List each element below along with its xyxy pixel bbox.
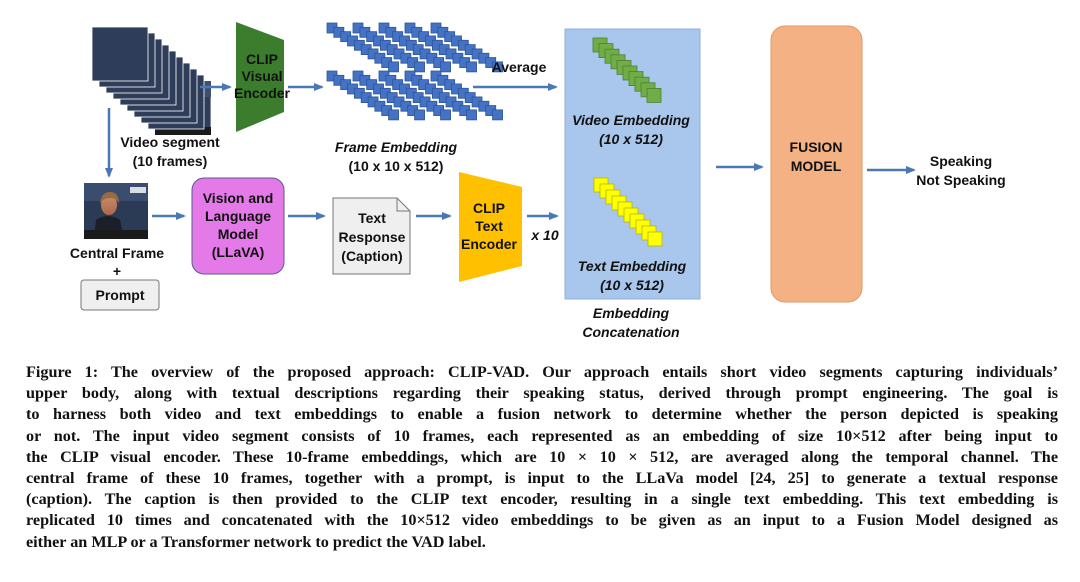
vlm-box xyxy=(191,177,285,275)
video-embedding-squares xyxy=(592,37,662,103)
caption-line: central frame of these 10 frames, togeth… xyxy=(26,469,1058,488)
clip-text-label-1: CLIP xyxy=(473,200,505,216)
output-speaking: Speaking xyxy=(930,153,992,169)
clip-text-label-3: Encoder xyxy=(461,236,518,252)
caption-line: Figure 1: The overview of the proposed a… xyxy=(26,363,1058,381)
video-embedding-dims: (10 x 512) xyxy=(599,131,663,147)
prompt-label: Prompt xyxy=(96,287,145,303)
text-response-label-3: (Caption) xyxy=(341,248,402,264)
x10-label: x 10 xyxy=(530,227,558,243)
caption-line: to harness both video and text embedding… xyxy=(26,405,1058,424)
frame-embedding-label: Frame Embedding xyxy=(335,139,458,155)
text-embedding-square xyxy=(647,231,663,247)
text-embedding-squares xyxy=(593,177,663,247)
text-response-label-2: Response xyxy=(339,229,406,245)
fusion-label-2: MODEL xyxy=(791,158,842,174)
video-frame xyxy=(91,26,149,82)
frame-embeddings xyxy=(326,22,503,121)
clip-text-label-2: Text xyxy=(475,218,503,234)
video-embedding-label: Video Embedding xyxy=(572,112,690,128)
video-segment-count: (10 frames) xyxy=(133,153,208,169)
frame-embedding-square xyxy=(466,109,477,121)
fusion-label: FUSION xyxy=(790,139,843,155)
frame-embedding-square xyxy=(466,61,477,73)
vlm-label-2: Language xyxy=(205,208,271,224)
concat-label-2: Concatenation xyxy=(582,324,679,340)
fusion-model xyxy=(770,25,863,303)
frame-embedding-square xyxy=(440,109,451,121)
video-embedding-square xyxy=(646,88,662,103)
clip-visual-label-3: Encoder xyxy=(234,85,291,101)
caption-line: replicated 10 times and concatenated wit… xyxy=(26,511,1058,530)
frame-embedding-square xyxy=(388,109,399,121)
central-frame-label: Central Frame xyxy=(70,245,164,261)
caption-line: the CLIP visual encoder. These 10-frame … xyxy=(26,447,1058,466)
text-embedding-label: Text Embedding xyxy=(578,258,687,274)
clip-visual-label: CLIP xyxy=(246,51,278,67)
output-not-speaking: Not Speaking xyxy=(916,172,1005,188)
approach-diagram: Video segment (10 frames) CLIP Visual En… xyxy=(70,22,1006,340)
text-response-label-1: Text xyxy=(358,210,386,226)
vlm-label-4: (LLaVA) xyxy=(212,244,265,260)
central-frame-image xyxy=(84,183,148,239)
frame-embedding-square xyxy=(492,109,503,121)
clip-visual-label-2: Visual xyxy=(242,68,283,84)
caption-line: or not. The input video segment consists… xyxy=(26,426,1058,445)
frame-embedding-dims: (10 x 10 x 512) xyxy=(349,158,444,174)
plus-sign: + xyxy=(113,263,121,279)
caption-line: upper body, along with textual descripti… xyxy=(26,384,1058,403)
frame-embedding-square xyxy=(414,109,425,121)
text-embedding-dims: (10 x 512) xyxy=(600,277,664,293)
frame-embedding-square xyxy=(414,61,425,73)
caption-line: (caption). The caption is then provided … xyxy=(26,490,1058,509)
clip-text-encoder xyxy=(459,172,522,282)
vlm-label-3: Model xyxy=(218,226,258,242)
caption-line: either an MLP or a Transformer network t… xyxy=(26,532,486,551)
frame-embedding-square xyxy=(492,61,503,73)
video-segment-frames xyxy=(91,26,212,136)
concat-label: Embedding xyxy=(593,305,670,321)
average-label: Average xyxy=(492,59,547,75)
prompt-box xyxy=(80,279,160,311)
vlm-label-1: Vision and xyxy=(203,190,274,206)
video-segment-label: Video segment xyxy=(120,134,220,150)
frame-embedding-square xyxy=(440,61,451,73)
text-response-doc xyxy=(332,197,411,275)
figure-caption: Figure 1: The overview of the proposed a… xyxy=(26,362,1058,553)
frame-embedding-square xyxy=(388,61,399,73)
text-response-fold xyxy=(396,198,410,212)
clip-visual-encoder xyxy=(236,22,284,132)
